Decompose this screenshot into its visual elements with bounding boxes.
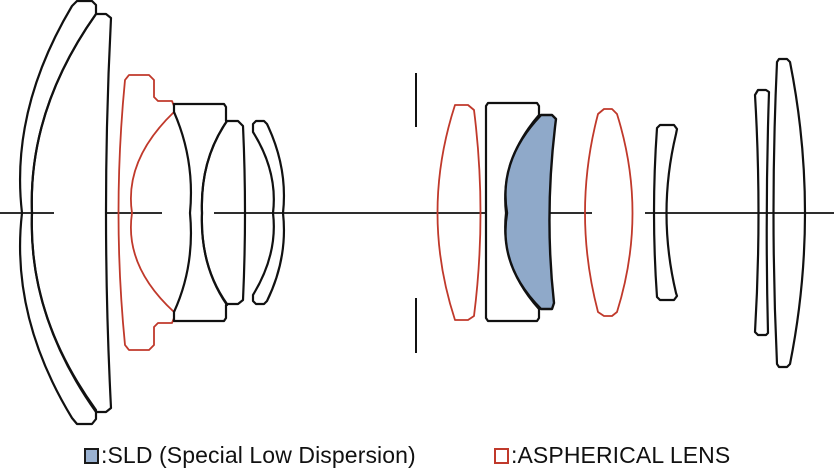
legend-item-aspherical: :ASPHERICAL LENS — [494, 442, 730, 469]
legend-label-aspherical: :ASPHERICAL LENS — [511, 442, 731, 468]
lens-element-2 — [30, 12, 113, 414]
lens-diagram — [0, 0, 834, 426]
aspherical-element-3 — [584, 108, 634, 317]
legend: :SLD (Special Low Dispersion) :ASPHERICA… — [0, 440, 834, 472]
aspherical-element-1 — [117, 74, 175, 351]
sld-swatch-icon — [84, 447, 99, 464]
legend-item-sld: :SLD (Special Low Dispersion) — [84, 442, 416, 469]
lens-element-13 — [772, 57, 807, 369]
legend-label-sld: :SLD (Special Low Dispersion) — [101, 442, 416, 468]
sld-element — [504, 113, 558, 311]
aspherical-swatch-icon — [494, 447, 509, 464]
lens-element-6 — [251, 119, 286, 306]
aspherical-element-2 — [436, 104, 482, 321]
lens-element-11 — [652, 123, 679, 302]
lens-element-12 — [753, 88, 771, 337]
lens-element-5 — [200, 119, 247, 306]
